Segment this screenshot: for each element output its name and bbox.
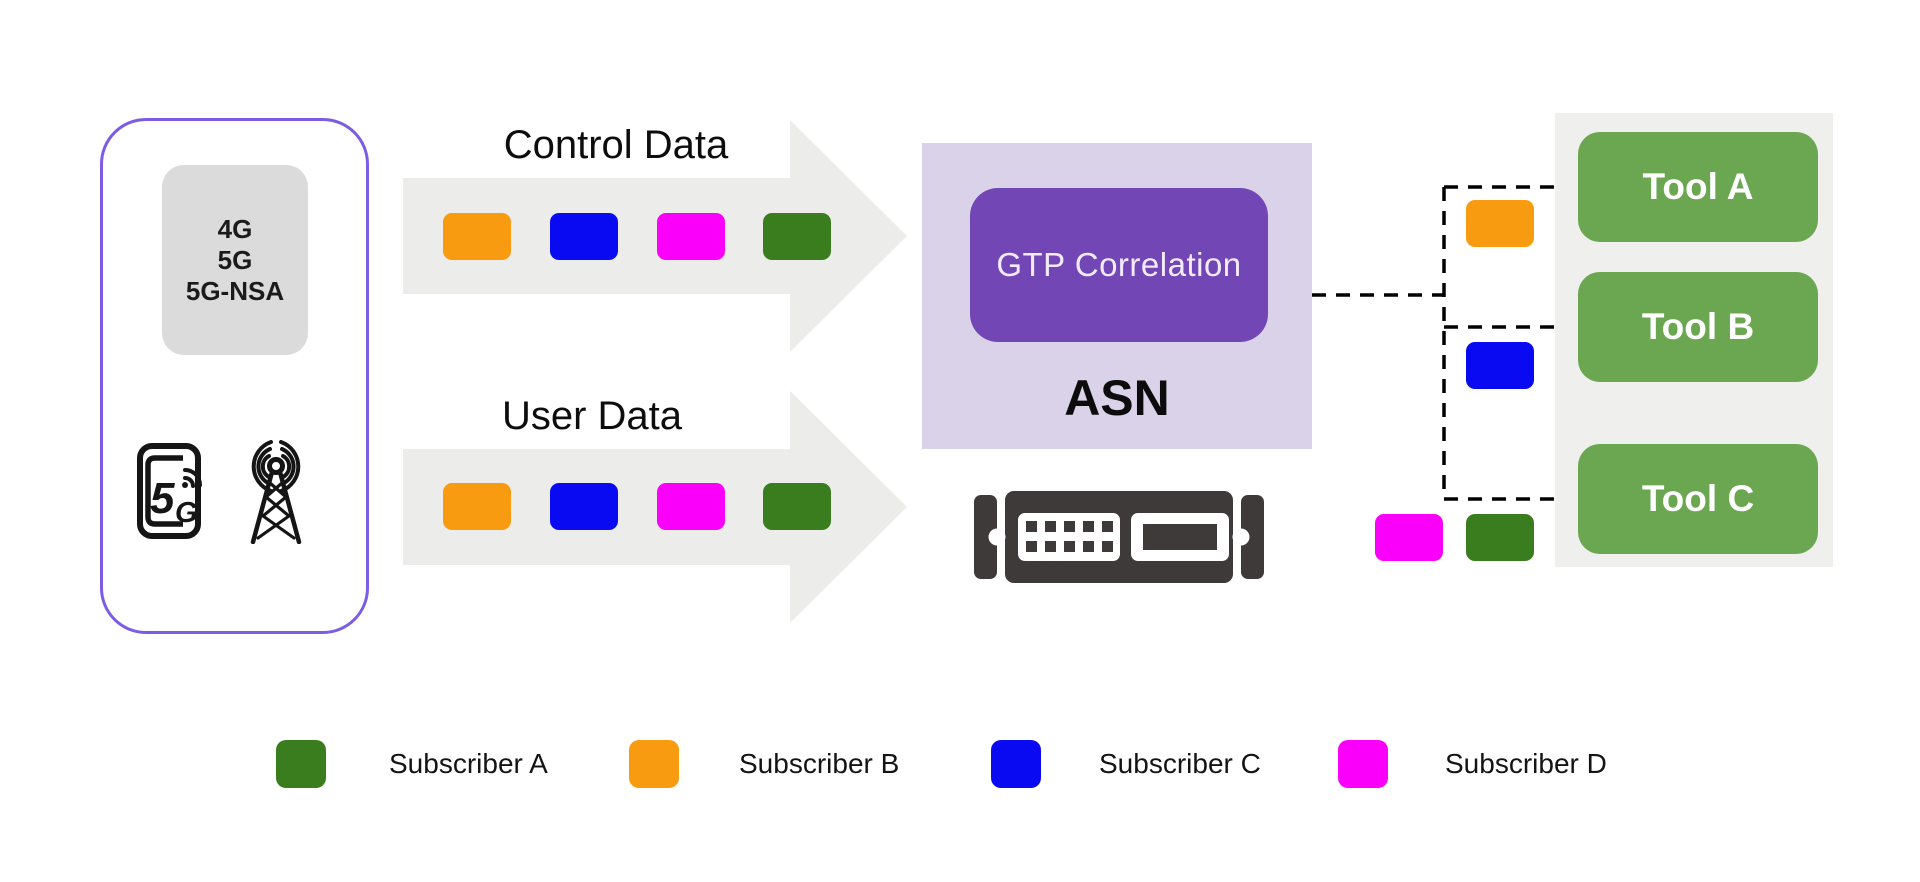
asn-label: ASN [1064, 370, 1170, 426]
tech-5g-nsa-label: 5G-NSA [185, 275, 285, 306]
svg-text:G: G [175, 497, 198, 529]
packet-subscriber-d [1375, 514, 1443, 561]
tool-b-label: Tool B [1641, 306, 1755, 347]
packet-subscriber-a [1466, 514, 1534, 561]
legend-label-subscriber-b: Subscriber B [739, 748, 900, 779]
control-data-label: Control Data [503, 123, 729, 167]
tech-5g-label: 5G [217, 244, 253, 275]
tech-4g-label: 4G [217, 213, 253, 244]
legend-label-subscriber-c: Subscriber C [1099, 748, 1261, 779]
packet-subscriber-a [763, 213, 831, 260]
packet-subscriber-a [763, 483, 831, 530]
svg-text:5: 5 [150, 474, 175, 523]
packet-subscriber-b [1466, 200, 1534, 247]
gtp-correlation-box: GTP Correlation [970, 188, 1268, 342]
legend-swatch-subscriber-b [629, 740, 679, 788]
legend-label-subscriber-a: Subscriber A [389, 748, 548, 779]
packet-subscriber-b [443, 213, 511, 260]
packet-subscriber-d [657, 213, 725, 260]
packet-subscriber-c [1466, 342, 1534, 389]
legend-swatch-subscriber-a [276, 740, 326, 788]
legend-swatch-subscriber-c [991, 740, 1041, 788]
legend-label-subscriber-d: Subscriber D [1445, 748, 1607, 779]
radio-tower-icon [250, 440, 302, 544]
packet-subscriber-b [443, 483, 511, 530]
server-module-icon [974, 491, 1264, 583]
packet-subscriber-d [657, 483, 725, 530]
packet-subscriber-c [550, 213, 618, 260]
gtp-correlation-label: GTP Correlation [996, 246, 1242, 283]
tool-c-label: Tool C [1641, 478, 1755, 519]
packet-subscriber-c [550, 483, 618, 530]
legend-swatch-subscriber-d [1338, 740, 1388, 788]
tool-a-box: Tool A [1578, 132, 1818, 242]
user-data-label: User Data [501, 394, 683, 438]
tool-b-box: Tool B [1578, 272, 1818, 382]
radio-tech-box: 4G 5G 5G-NSA [162, 165, 308, 355]
tool-a-label: Tool A [1642, 166, 1754, 207]
tool-c-box: Tool C [1578, 444, 1818, 554]
5g-phone-icon: 5 G [137, 443, 202, 539]
